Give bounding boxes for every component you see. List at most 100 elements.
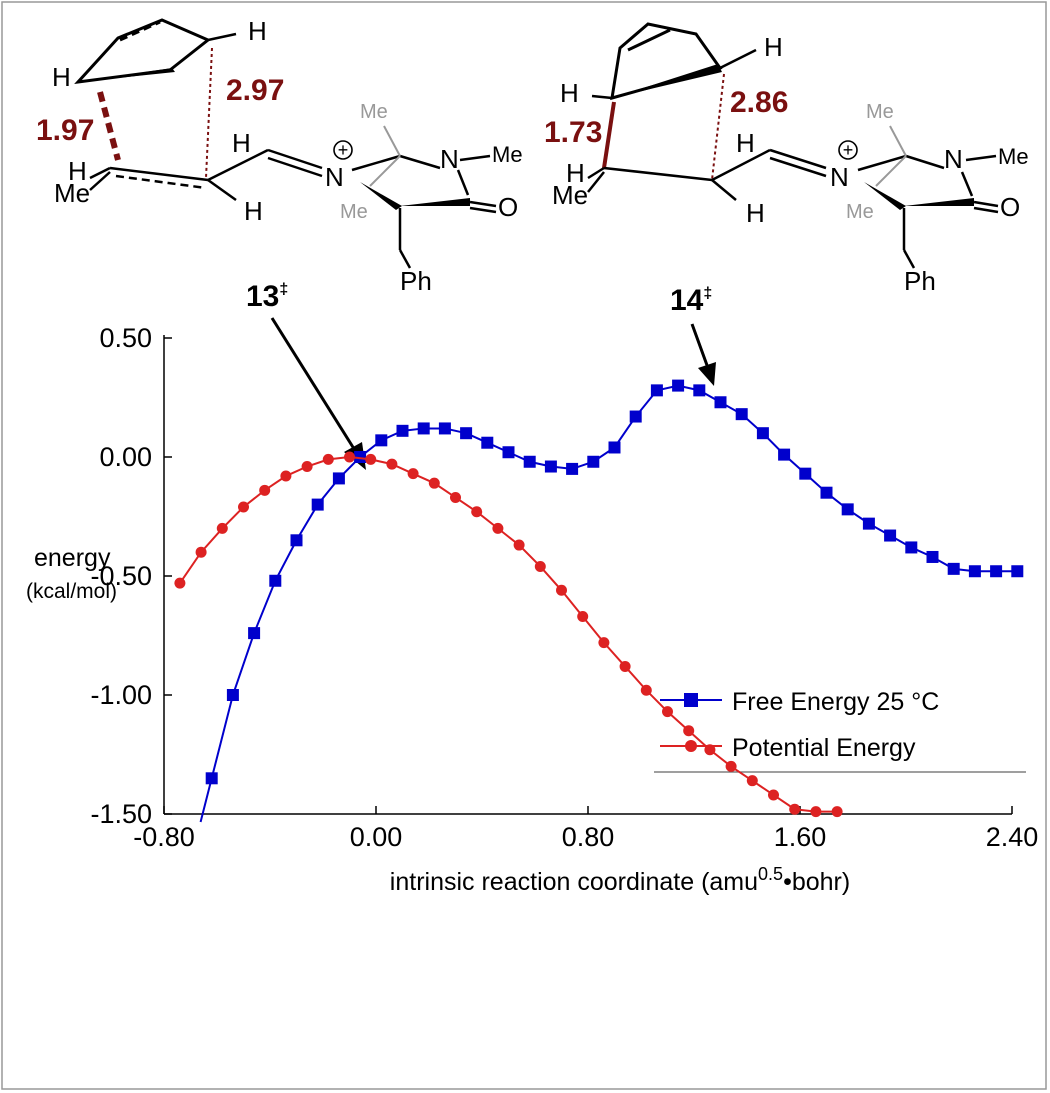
data-point — [417, 422, 430, 435]
data-point — [831, 806, 843, 818]
data-point — [820, 486, 833, 499]
bond — [889, 125, 907, 157]
data-point — [216, 522, 228, 534]
data-point — [375, 434, 388, 447]
bond-distance: 1.73 — [544, 116, 602, 149]
data-point — [968, 565, 981, 578]
data-point — [195, 546, 207, 558]
data-point — [396, 424, 409, 437]
data-point — [1011, 565, 1024, 578]
bond — [973, 206, 999, 214]
x-axis-label: intrinsic reaction coordinate (amu0.5•bo… — [390, 864, 850, 896]
data-point — [322, 453, 334, 465]
forming-bond-long — [205, 47, 213, 179]
data-point — [990, 565, 1003, 578]
atom-label: Ph — [400, 266, 432, 296]
data-point — [905, 541, 918, 554]
legend-label-free: Free Energy 25 °C — [732, 688, 939, 716]
bond — [369, 155, 401, 187]
data-point — [481, 436, 494, 449]
data-point — [662, 706, 673, 718]
annotation-arrow — [690, 323, 710, 369]
data-point — [714, 396, 727, 409]
y-tick-label: 0.50 — [99, 323, 152, 353]
atom-label: H — [566, 158, 585, 188]
x-tick-label: 2.40 — [986, 822, 1039, 852]
bond-distance: 1.97 — [36, 114, 94, 147]
bond — [857, 154, 907, 172]
structure-ts13: + H H H Me H H N N Me Me Me O Ph 1.97 2.… — [36, 16, 523, 296]
data-point — [365, 453, 377, 465]
data-point — [269, 574, 282, 587]
atom-label: N — [830, 162, 849, 192]
bond — [207, 148, 269, 182]
data-point — [534, 560, 546, 572]
data-point — [841, 503, 854, 516]
series-line — [199, 384, 1018, 823]
data-point — [778, 448, 791, 461]
atom-label: H — [232, 128, 251, 158]
atom-label: Me — [360, 101, 388, 123]
data-point — [280, 470, 292, 482]
y-axis-label: energy — [34, 544, 111, 572]
legend: Free Energy 25 °C Potential Energy — [660, 688, 939, 762]
data-point — [735, 408, 748, 421]
atom-label: O — [498, 192, 518, 222]
legend-marker-circle — [685, 740, 697, 752]
atom-label: H — [244, 196, 263, 226]
data-point — [725, 760, 737, 772]
charge-sign: + — [338, 140, 349, 160]
data-point — [693, 384, 706, 397]
bond — [89, 166, 111, 180]
data-point — [523, 455, 536, 468]
structure-ts14: + H H H Me H H N N Me Me Me O Ph 1.73 2.… — [544, 22, 1029, 296]
data-point — [598, 637, 610, 649]
atom-label: Me — [866, 101, 894, 123]
atom-label: Me — [54, 178, 90, 208]
double-bond — [627, 28, 671, 52]
bond-distance: 2.86 — [730, 86, 788, 119]
data-point — [789, 803, 801, 815]
data-point — [226, 689, 239, 701]
atom-label: Me — [998, 144, 1029, 169]
x-tick-label: 1.60 — [774, 822, 827, 852]
bond — [711, 148, 771, 182]
series-free-energy — [199, 379, 1024, 823]
formed-bond — [602, 101, 616, 169]
atom-label: Ph — [904, 266, 936, 296]
data-point — [768, 789, 779, 801]
atom-label: O — [1000, 192, 1020, 222]
y-tick-label: -1.00 — [90, 680, 152, 710]
arrowhead — [698, 362, 716, 386]
x-tick-label: -0.80 — [133, 822, 195, 852]
data-point — [344, 451, 355, 463]
data-point — [513, 539, 525, 551]
bond — [587, 166, 605, 180]
bond — [207, 32, 237, 42]
wedge-bond — [904, 198, 974, 206]
bond — [109, 166, 209, 182]
data-point — [428, 477, 440, 489]
bond — [459, 154, 491, 162]
bond — [719, 48, 757, 70]
bond — [769, 148, 827, 170]
x-tick-label: 0.80 — [562, 822, 615, 852]
data-point — [650, 384, 663, 397]
bond — [456, 169, 470, 196]
atom-label: H — [248, 16, 267, 46]
annotation-label: 14‡ — [670, 284, 712, 317]
data-point — [672, 379, 685, 392]
x-tick-label: 0.00 — [350, 822, 403, 852]
bond — [399, 154, 441, 170]
data-point — [947, 562, 960, 575]
data-point — [577, 610, 589, 622]
legend-marker-square — [684, 693, 698, 707]
bond — [973, 200, 999, 208]
atom-label: H — [68, 156, 87, 186]
data-point — [629, 410, 642, 423]
data-point — [174, 577, 186, 589]
data-point — [587, 455, 600, 468]
bond — [267, 148, 323, 170]
wedge-bond — [612, 64, 722, 98]
bond-distance: 2.97 — [226, 74, 284, 107]
